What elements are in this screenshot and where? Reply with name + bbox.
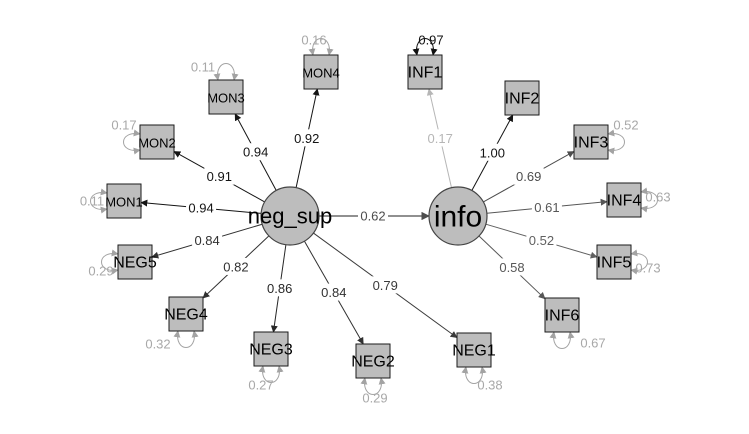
loading-label-NEG4-bg (220, 257, 251, 275)
loading-label-NEG1: 0.79 (373, 278, 398, 293)
latent-circle-info (428, 186, 488, 246)
error-variance-loop-INF5 (630, 249, 648, 275)
indicator-box-INF1 (407, 54, 443, 90)
loading-label-INF5: 0.52 (529, 233, 554, 248)
indicator-label-MON3: MON3 (207, 91, 245, 106)
loading-label-INF2: 1.00 (480, 145, 505, 160)
structural-coef-neg_sup-info: 0.62 (360, 209, 385, 224)
indicator-label-INF5: INF5 (597, 255, 632, 272)
error-variance-label-NEG2: 0.29 (362, 391, 387, 406)
error-variance-loop-NEG5 (101, 249, 119, 275)
indicator-label-NEG2: NEG2 (351, 354, 395, 371)
error-variance-label-INF1: 0.97 (418, 33, 443, 48)
error-variance-loop-NEG1 (461, 366, 487, 384)
indicator-box-NEG4 (168, 296, 204, 332)
error-variance-label-INF3: 0.52 (613, 118, 638, 133)
indicator-box-INF5 (596, 244, 632, 280)
indicator-label-INF1: INF1 (408, 65, 443, 82)
loading-label-INF3-bg (513, 167, 544, 185)
error-variance-loop-NEG2 (360, 377, 386, 395)
error-variance-label-MON2: 0.17 (111, 118, 136, 133)
loading-label-INF1-bg (425, 129, 456, 147)
loading-label-NEG3-bg (264, 279, 295, 297)
indicator-label-NEG5: NEG5 (113, 255, 157, 272)
error-variance-label-NEG1: 0.38 (477, 378, 502, 393)
indicator-label-INF2: INF2 (505, 91, 540, 108)
error-variance-loop-MON2 (123, 129, 141, 155)
indicator-label-MON4: MON4 (302, 66, 340, 81)
loading-label-MON2: 0.91 (207, 169, 232, 184)
indicator-label-MON1: MON1 (105, 195, 143, 210)
loading-label-MON4-bg (291, 129, 322, 147)
indicator-label-INF6: INF6 (545, 308, 580, 325)
indicator-box-NEG1 (456, 332, 492, 368)
loading-label-MON3: 0.94 (243, 145, 268, 160)
error-variance-loop-MON4 (308, 38, 334, 56)
latent-label-neg_sup: neg_sup (248, 204, 332, 229)
error-variance-label-MON4: 0.16 (301, 33, 326, 48)
loading-label-INF6: 0.58 (499, 260, 524, 275)
loading-label-NEG1-bg (370, 276, 401, 294)
error-variance-label-NEG5: 0.29 (88, 264, 113, 279)
error-variance-loop-INF1 (412, 38, 438, 56)
loading-label-NEG5: 0.84 (194, 233, 219, 248)
loading-label-NEG2: 0.84 (321, 285, 346, 300)
loading-label-NEG3: 0.86 (267, 281, 292, 296)
indicator-box-NEG5 (117, 244, 153, 280)
loading-label-MON3-bg (240, 143, 271, 161)
loading-label-INF4-bg (531, 198, 562, 216)
error-variance-loop-INF4 (640, 187, 658, 213)
error-variance-label-INF6: 0.67 (580, 336, 605, 351)
error-variance-label-INF5: 0.73 (635, 261, 660, 276)
indicator-box-INF3 (573, 124, 609, 160)
error-variance-label-INF4: 0.63 (645, 190, 670, 205)
indicator-box-MON1 (106, 183, 142, 219)
indicator-label-NEG3: NEG3 (249, 342, 293, 359)
latent-label-info: info (434, 201, 482, 234)
loading-label-MON4: 0.92 (294, 131, 319, 146)
loading-label-NEG4: 0.82 (223, 259, 248, 274)
error-variance-loop-NEG3 (258, 365, 284, 383)
error-variance-loop-NEG4 (173, 330, 199, 348)
error-variance-label-MON3: 0.11 (191, 60, 215, 75)
error-variance-label-NEG3: 0.27 (248, 378, 273, 393)
indicator-box-MON3 (208, 79, 244, 115)
loading-label-MON1: 0.94 (188, 200, 213, 215)
loading-label-INF4: 0.61 (534, 200, 559, 215)
indicator-label-NEG4: NEG4 (164, 307, 208, 324)
indicator-box-NEG2 (355, 343, 391, 379)
loading-label-INF1: 0.17 (428, 131, 453, 146)
indicator-label-MON2: MON2 (138, 136, 176, 151)
error-variance-loop-MON1 (90, 188, 108, 214)
indicator-box-NEG3 (253, 331, 289, 367)
loading-label-MON1-bg (186, 198, 217, 216)
labels-layer: 0.62 0.92 0.16 0.94 0.11 0.91 0.17 0.94 0.11 0.84… (80, 33, 671, 406)
error-variance-label-NEG4: 0.32 (145, 337, 170, 352)
loading-label-MON2-bg (204, 167, 235, 185)
error-variance-label-MON1: 0.11 (80, 194, 104, 209)
loading-label-INF2-bg (477, 143, 508, 161)
indicator-box-INF4 (606, 182, 642, 218)
loading-label-NEG5-bg (192, 231, 223, 249)
indicator-box-INF2 (504, 80, 540, 116)
latent-circle-neg_sup (260, 186, 320, 246)
error-variance-loop-INF3 (607, 129, 625, 155)
indicator-box-MON2 (139, 124, 175, 160)
indicator-box-INF6 (544, 297, 580, 333)
loading-label-NEG2-bg (318, 283, 349, 301)
indicator-label-NEG1: NEG1 (452, 343, 496, 360)
loading-label-INF5-bg (526, 231, 557, 249)
indicator-box-MON4 (303, 54, 339, 90)
structural-coef-neg_sup-info-bg (358, 207, 388, 224)
error-variance-loop-MON3 (213, 63, 239, 81)
indicator-label-INF3: INF3 (574, 135, 609, 152)
loading-label-INF6-bg (497, 258, 528, 276)
error-variance-loop-INF6 (549, 331, 575, 349)
loading-label-INF3: 0.69 (516, 169, 541, 184)
indicator-label-INF4: INF4 (607, 193, 642, 210)
